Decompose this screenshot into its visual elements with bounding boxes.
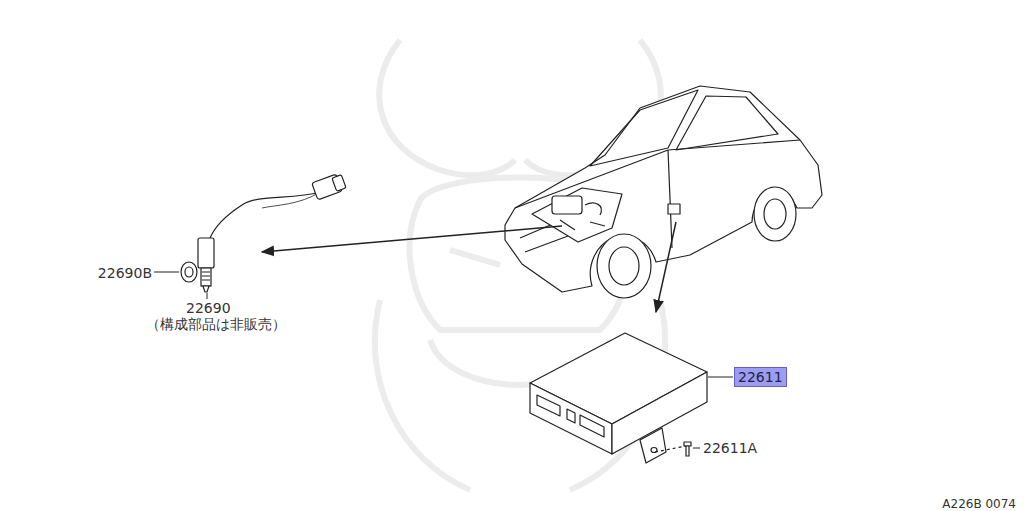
part-number: 22690B	[98, 265, 152, 281]
location-arrow	[262, 222, 676, 312]
ecu-illustration	[530, 333, 707, 463]
callout-number: 22611	[738, 369, 783, 385]
note-text: （構成部品は非販売）	[146, 316, 286, 332]
part-number: 22611A	[703, 440, 757, 456]
highlighted-callout: 22611	[734, 367, 787, 387]
drawing-code: A226B 0074	[942, 497, 1016, 511]
car-illustration	[505, 86, 822, 298]
part-number: 22690	[186, 300, 231, 316]
sensor-illustration	[181, 174, 346, 292]
leader-line	[154, 272, 733, 448]
